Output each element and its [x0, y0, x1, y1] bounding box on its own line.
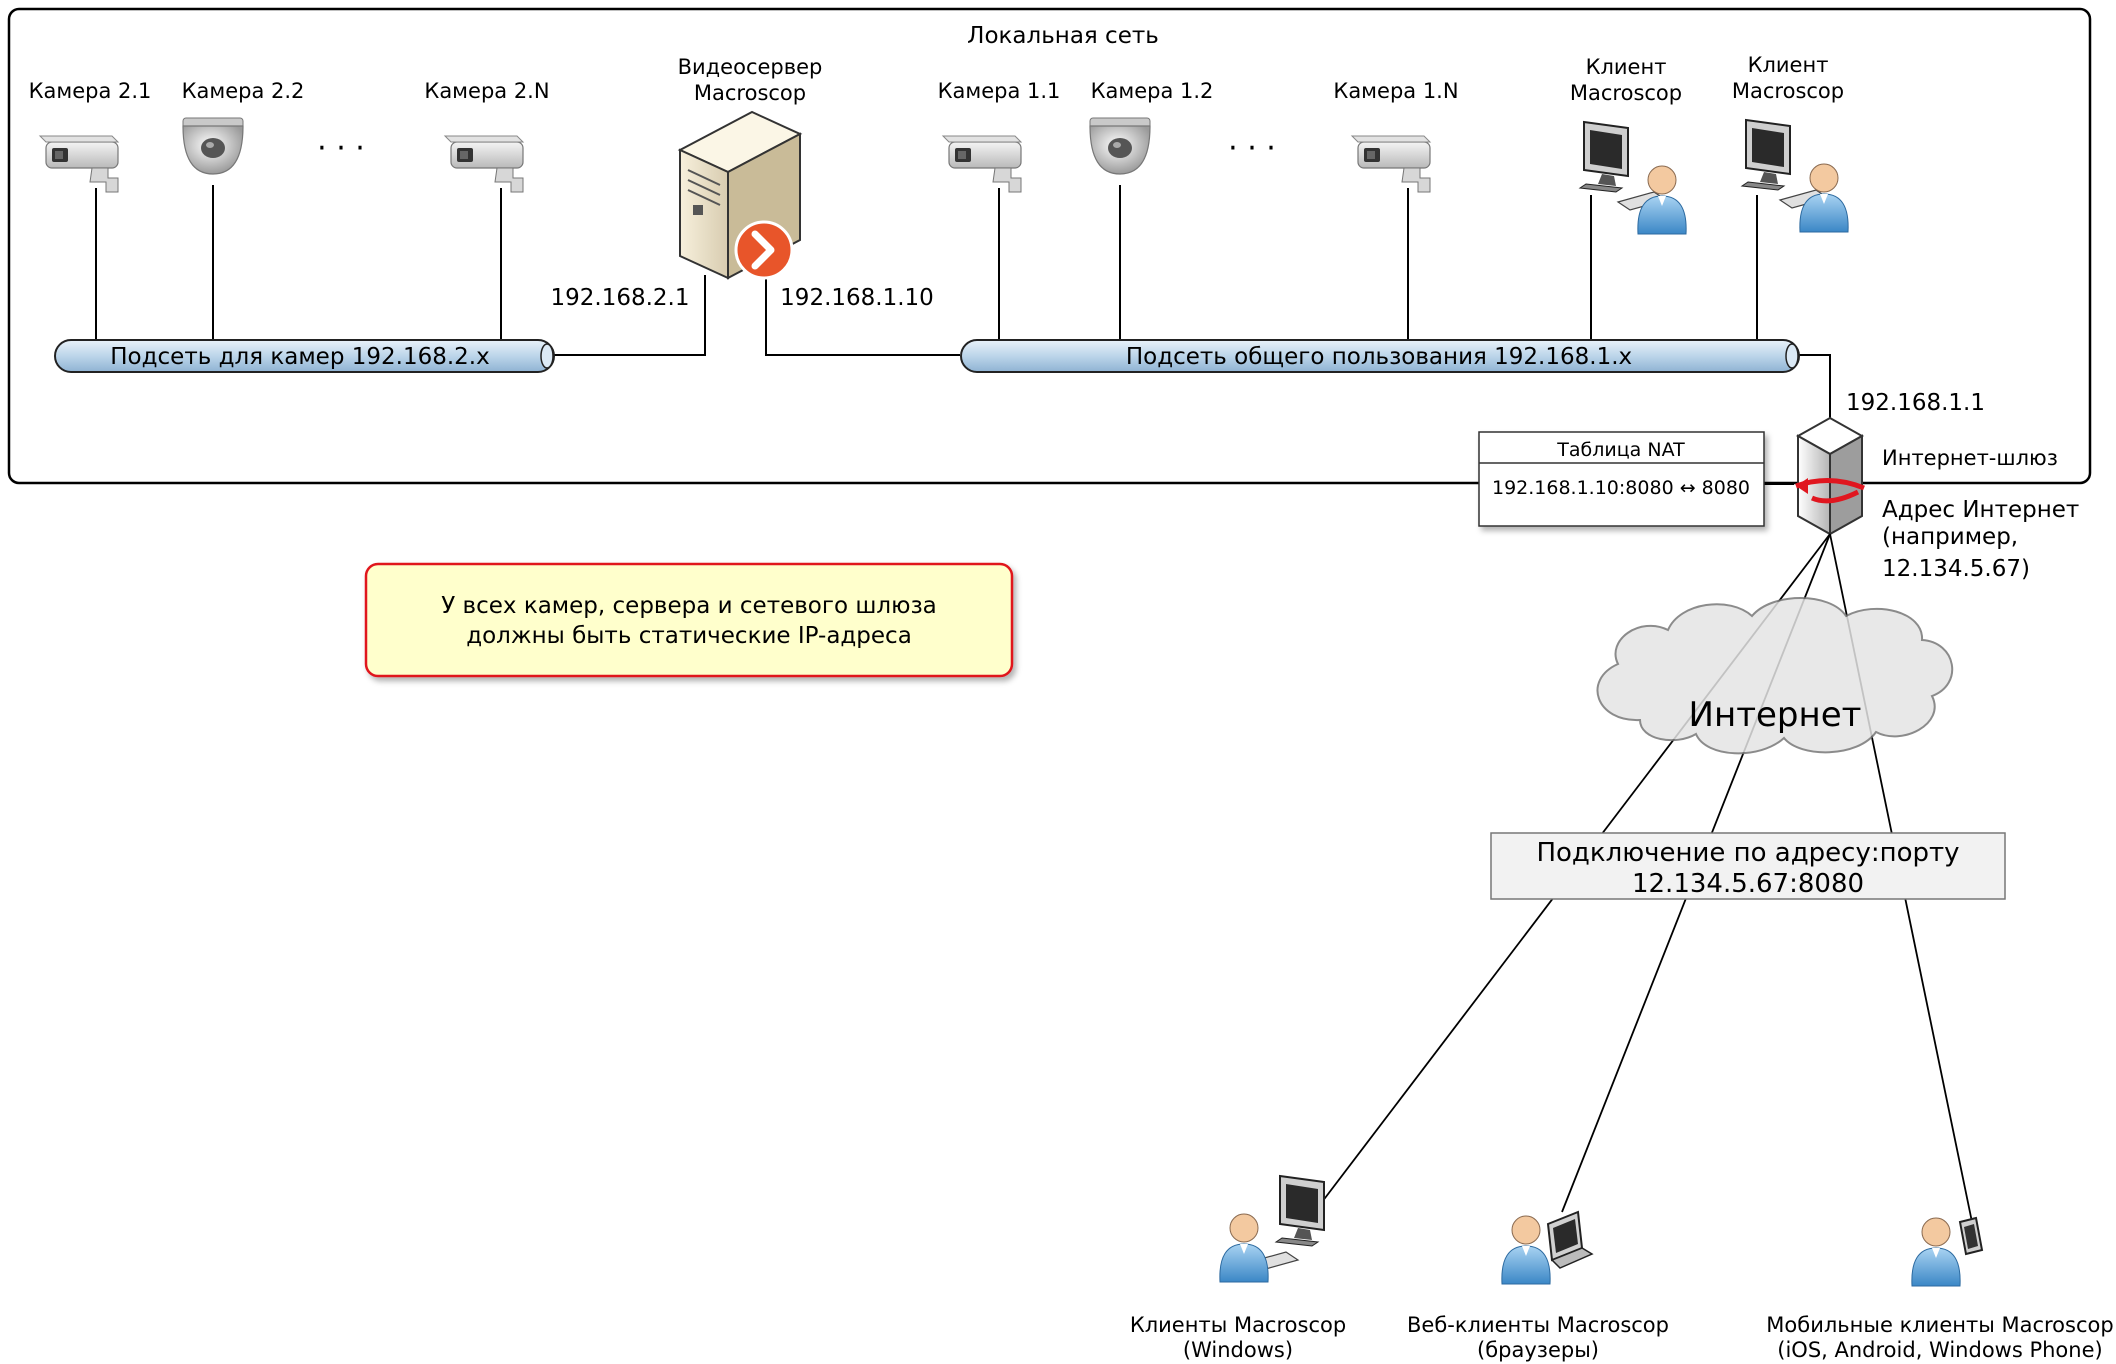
server-label-line2: Macroscop	[694, 81, 806, 105]
gateway-addr-line1: Адрес Интернет	[1882, 497, 2079, 523]
camera-1-1-label: Камера 1.1	[938, 79, 1061, 103]
mobile-user-icon	[1911, 1217, 1983, 1287]
cameras-2-ellipsis: · · ·	[317, 131, 365, 166]
subnet-general-label: Подсеть общего пользования 192.168.1.x	[1126, 344, 1632, 370]
gateway-addr-line2: (например,	[1882, 524, 2018, 550]
camera-1-2-label: Камера 1.2	[1091, 79, 1214, 103]
client-1-label-line2: Macroscop	[1570, 81, 1682, 105]
macroscop-badge-icon	[734, 220, 794, 280]
gateway-label: Интернет-шлюз	[1882, 446, 2058, 470]
remote-client-3-line2: (iOS, Android, Windows Phone)	[1777, 1338, 2102, 1362]
desktop-user-icon	[1219, 1175, 1325, 1283]
nat-table	[1478, 431, 1765, 527]
subnet-cameras-label: Подсеть для камер 192.168.2.x	[110, 344, 489, 370]
remote-client-1-line2: (Windows)	[1183, 1338, 1293, 1362]
static-ip-note	[364, 562, 1014, 678]
local-network-title: Локальная сеть	[967, 23, 1159, 49]
server-label-line1: Видеосервер	[678, 55, 823, 79]
camera-2-2-label: Камера 2.2	[182, 79, 305, 103]
camera-2-1-label: Камера 2.1	[29, 79, 152, 103]
cameras-1-ellipsis: · · ·	[1228, 131, 1276, 166]
connection-line1: Подключение по адресу:порту	[1536, 838, 1959, 868]
connection-box	[1490, 832, 2006, 900]
subnet-cameras-pipe	[54, 339, 555, 373]
remote-client-1-line1: Клиенты Macroscop	[1130, 1313, 1346, 1337]
laptop-user-icon	[1501, 1211, 1593, 1285]
connection-line2: 12.134.5.67:8080	[1632, 869, 1864, 899]
note-line1: У всех камер, сервера и сетевого шлюза	[441, 593, 937, 619]
remote-client-2-line1: Веб-клиенты Macroscop	[1407, 1313, 1669, 1337]
client-2-label-line1: Клиент	[1748, 53, 1829, 77]
camera-2-n-label: Камера 2.N	[424, 79, 549, 103]
server-ip-right: 192.168.1.10	[780, 285, 934, 311]
client-1-label-line1: Клиент	[1586, 55, 1667, 79]
internet-gateway-icon	[1795, 416, 1865, 536]
gateway-ip: 192.168.1.1	[1846, 390, 1985, 416]
gateway-addr-line3: 12.134.5.67)	[1882, 556, 2030, 582]
nat-table-rule: 192.168.1.10:8080 ↔ 8080	[1492, 477, 1750, 499]
device-connectors	[95, 185, 1831, 485]
nat-table-title: Таблица NAT	[1556, 439, 1685, 461]
internet-cloud-icon	[1596, 597, 1954, 755]
internet-label: Интернет	[1689, 695, 1862, 735]
remote-client-3-line1: Мобильные клиенты Macroscop	[1766, 1313, 2113, 1337]
subnet-general-pipe	[960, 339, 1800, 373]
camera-1-n-label: Камера 1.N	[1333, 79, 1458, 103]
server-ip-left: 192.168.2.1	[551, 285, 690, 311]
client-2-label-line2: Macroscop	[1732, 79, 1844, 103]
remote-client-2-line2: (браузеры)	[1477, 1338, 1599, 1362]
note-line2: должны быть статические IP-адреса	[466, 623, 912, 649]
